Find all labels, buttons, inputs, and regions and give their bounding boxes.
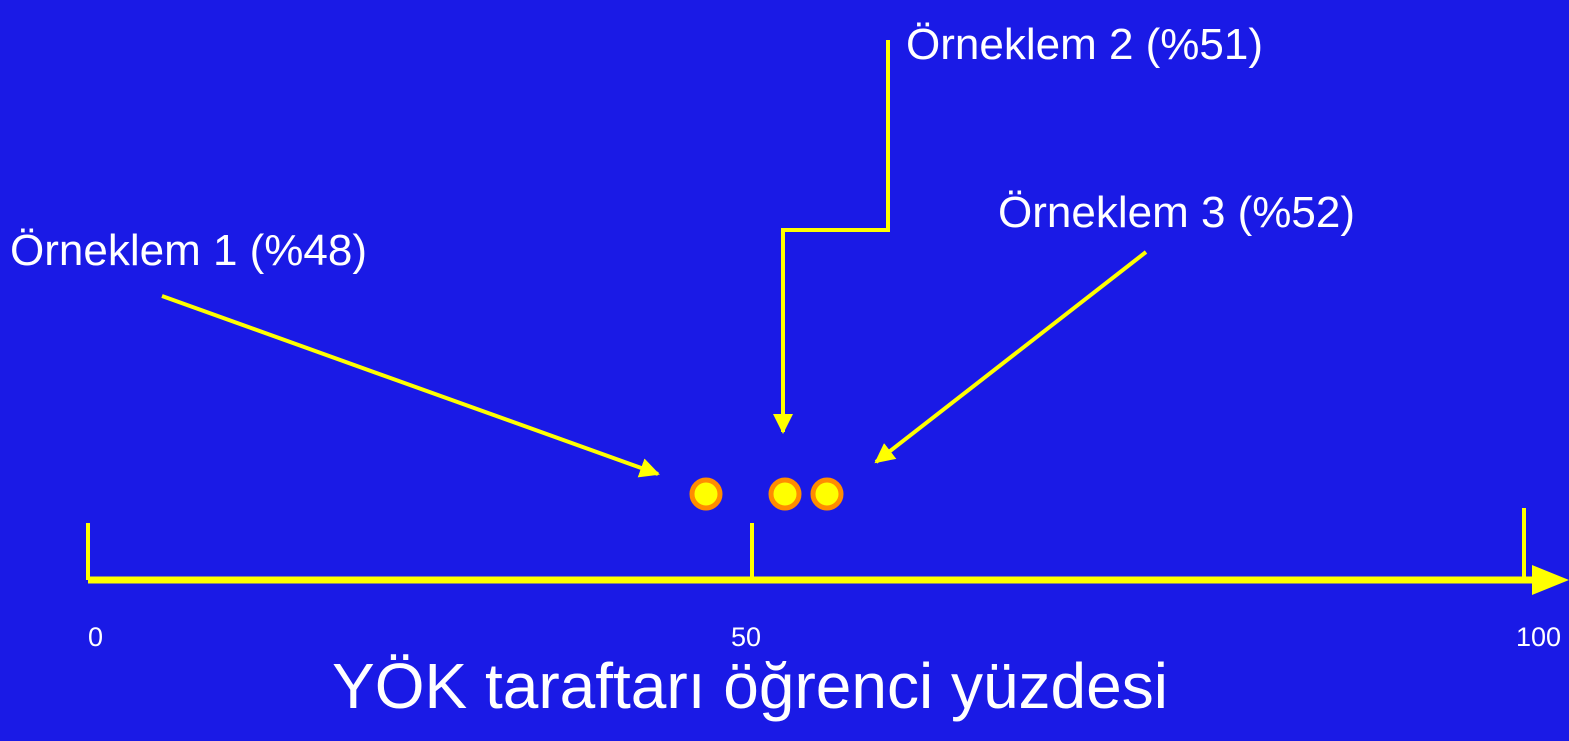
sample-3-dot xyxy=(810,477,844,511)
tick-label-0: 0 xyxy=(88,622,104,652)
sample-1-dot xyxy=(689,477,723,511)
tick-label-50: 50 xyxy=(731,622,762,652)
sample-1-label: Örneklem 1 (%48) xyxy=(10,226,368,275)
tick-label-100: 100 xyxy=(1516,622,1562,652)
axis-title: YÖK taraftarı öğrenci yüzdesi xyxy=(332,650,1168,722)
sample-2-dot xyxy=(768,477,802,511)
sample-1-pointer xyxy=(161,294,660,478)
sample-3-pointer xyxy=(874,250,1148,464)
sample-2-pointer xyxy=(773,40,890,434)
sample-3-label: Örneklem 3 (%52) xyxy=(998,188,1356,237)
axis-arrowhead xyxy=(1532,565,1569,595)
sample-2-label: Örneklem 2 (%51) xyxy=(906,20,1264,69)
